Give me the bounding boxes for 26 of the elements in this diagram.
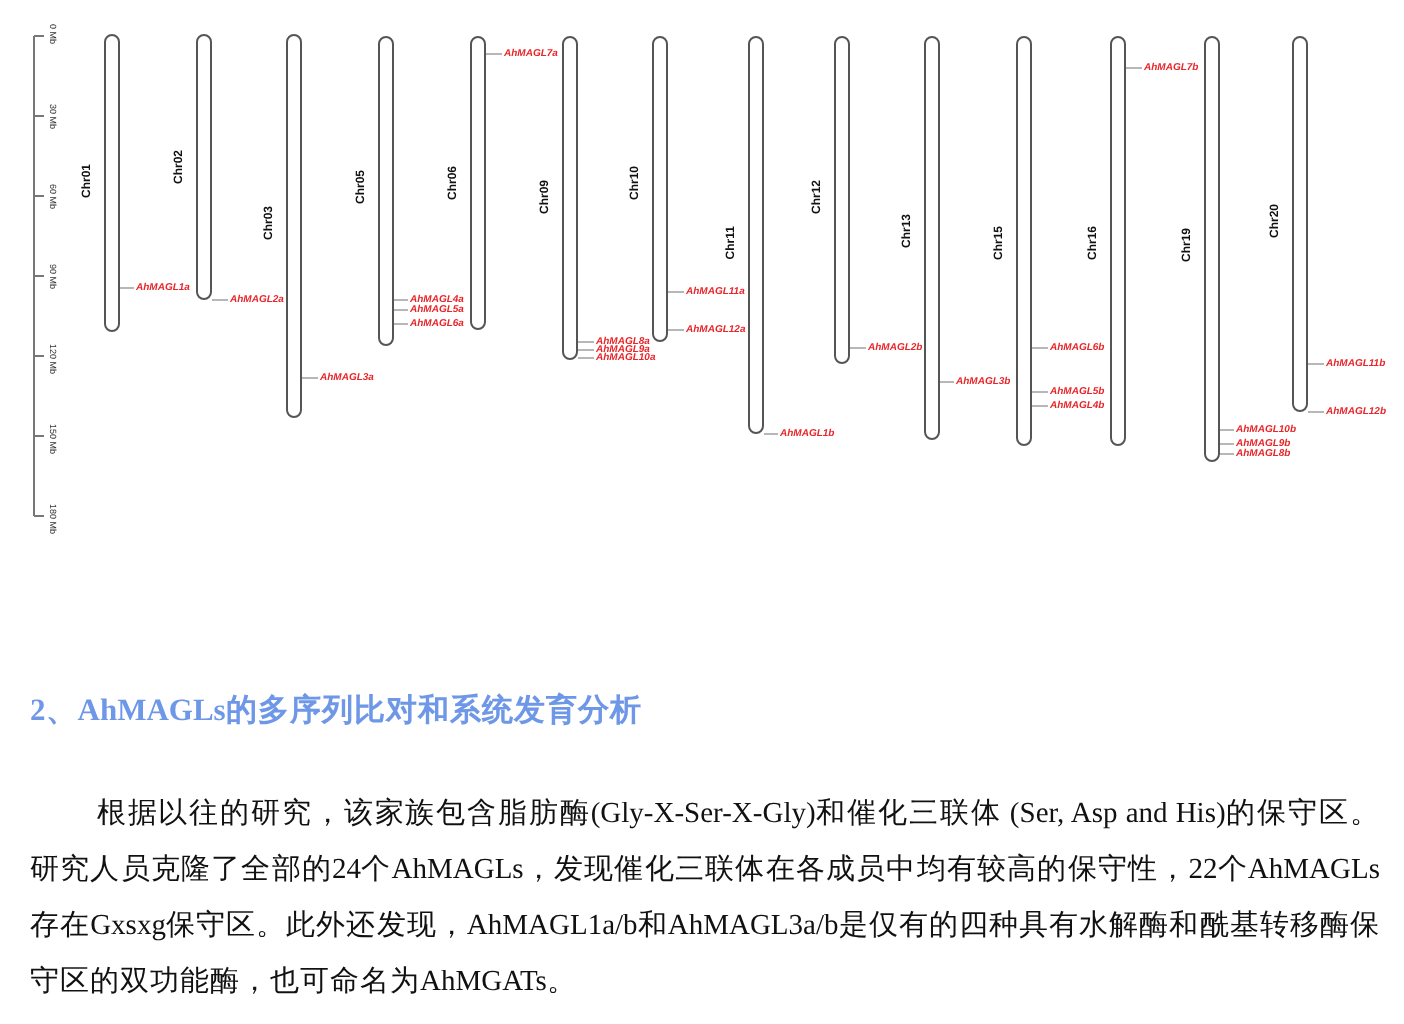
leader-line xyxy=(1307,411,1325,413)
leader-line xyxy=(1219,443,1235,445)
leader-line xyxy=(1219,429,1235,431)
leader-line xyxy=(301,377,319,379)
leader-line xyxy=(1031,405,1049,407)
leader-line xyxy=(849,347,867,349)
leader-line xyxy=(667,291,685,293)
body-paragraph: 根据以往的研究，该家族包含脂肪酶(Gly-X-Ser-X-Gly)和催化三联体 (Ser, Asp and His)的保守区。研究人员克隆了全部的24个AhMAGLs，发现催化三联体在各成员中均有较高的保守性，22个AhMAGLs存在Gxsxg保守区。此外还发现，AhMAGL1a/b和AhMAGL3a/b是仅有的四种具有水解酶和酰基转移酶保守区的双功能酶，也可命名为AhMGATs。 xyxy=(30,795,1380,1002)
leader-line xyxy=(393,299,409,301)
leader-line xyxy=(577,341,595,343)
leader-line xyxy=(1031,391,1049,393)
leader-line xyxy=(485,53,503,55)
leader-line xyxy=(1307,363,1325,365)
leader-line xyxy=(577,357,595,359)
leader-line xyxy=(1219,453,1235,455)
leader-line xyxy=(763,433,779,435)
section-heading: 2、AhMAGLs的多序列比对和系统发育分析 xyxy=(30,690,642,732)
leader-line xyxy=(939,381,955,383)
leader-line xyxy=(1125,67,1143,69)
leader-line xyxy=(1031,347,1049,349)
leader-line xyxy=(393,323,409,325)
leader-line xyxy=(393,309,409,311)
leader-line xyxy=(211,299,229,301)
leader-line xyxy=(119,287,135,289)
leader-line xyxy=(667,329,685,331)
leader-line xyxy=(577,349,595,351)
